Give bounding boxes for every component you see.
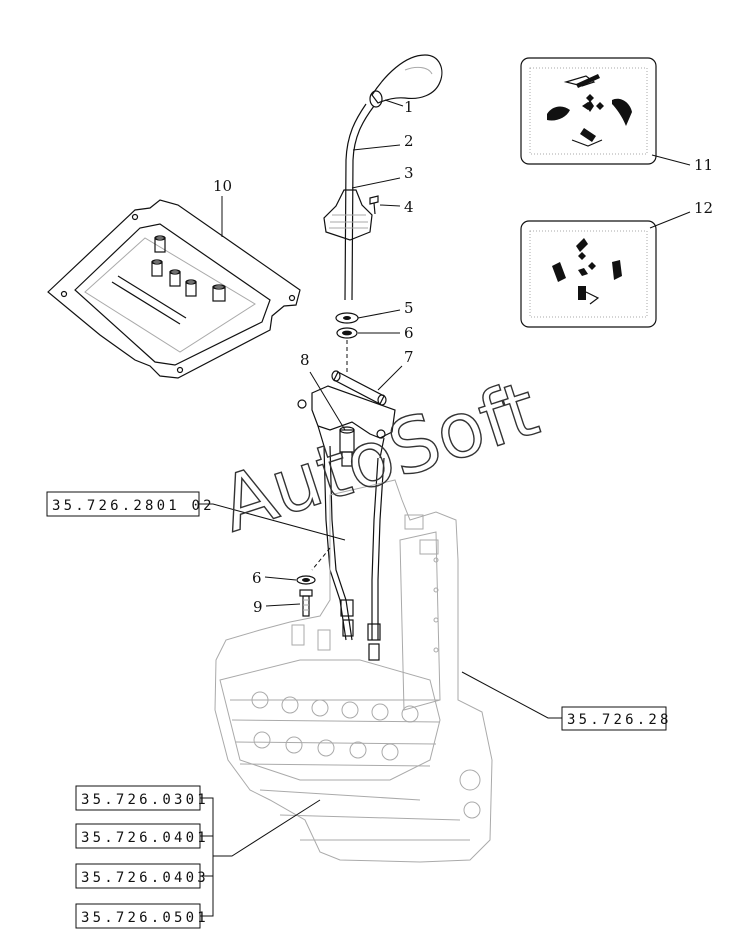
reference-label-0401: 35.726.0401: [81, 830, 209, 846]
reference-box-0301[interactable]: 35.726.0301: [75, 785, 209, 811]
reference-label-2801: 35.726.2801 02: [52, 498, 215, 514]
bracket-drawing: [297, 385, 396, 467]
washers-drawing: [335, 312, 359, 339]
part-number-5: 5: [404, 299, 414, 317]
part-number-7: 7: [404, 348, 414, 366]
reference-box-0403[interactable]: 35.726.0403: [75, 863, 209, 889]
part-number-3: 3: [404, 164, 414, 182]
reference-label-0501: 35.726.0501: [81, 910, 209, 926]
watermark-text: AutoSoft: [210, 364, 548, 550]
pivot-pin-drawing: [331, 370, 387, 406]
bolt-drawing: [299, 589, 313, 617]
reference-box-2801[interactable]: 35.726.2801 02: [46, 491, 215, 517]
lever-drawing: [344, 103, 375, 301]
reference-box-28[interactable]: 35.726.28: [561, 706, 672, 731]
part-number-12: 12: [694, 199, 713, 217]
part-number-9: 9: [253, 598, 263, 616]
part-number-6-lower: 6: [252, 569, 262, 587]
part-number-11: 11: [694, 156, 713, 174]
part-number-1: 1: [404, 98, 414, 116]
reference-label-0301: 35.726.0301: [81, 792, 209, 808]
part-number-8: 8: [300, 351, 310, 369]
part-number-4: 4: [404, 198, 414, 216]
decal-11-drawing: [520, 57, 657, 165]
lower-washer-drawing: [296, 575, 316, 585]
reference-label-28: 35.726.28: [567, 712, 672, 728]
part-number-2: 2: [404, 132, 414, 150]
decal-12-drawing: [520, 220, 657, 328]
reference-bracket: [200, 797, 321, 917]
reference-box-0401[interactable]: 35.726.0401: [75, 823, 209, 849]
small-screw-drawing: [369, 195, 379, 215]
part-number-6-upper: 6: [404, 324, 414, 342]
part-number-10: 10: [213, 177, 232, 195]
joystick-knob-drawing: [369, 54, 443, 108]
rubber-boot-drawing: [323, 189, 373, 241]
reference-label-0403: 35.726.0403: [81, 870, 209, 886]
reference-box-0501[interactable]: 35.726.0501: [75, 903, 209, 929]
mounting-plate-drawing: [47, 199, 301, 379]
hydraulic-valve-block-drawing: [214, 479, 493, 863]
